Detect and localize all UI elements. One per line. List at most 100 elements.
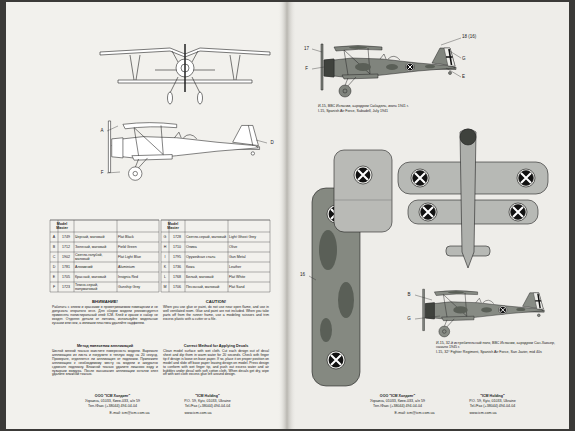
table-cell: Красный, матовый: [75, 272, 116, 282]
callout-letter: A: [98, 128, 106, 133]
table-cell: K: [162, 262, 168, 272]
callout-number: G: [404, 316, 414, 321]
lower-wing-plan-part: [334, 150, 392, 232]
table-rule: [161, 242, 270, 243]
table-cell: 1706: [170, 282, 184, 292]
table-rule: [50, 262, 159, 263]
underside-view-part: [509, 203, 527, 221]
table-rule: [58, 220, 59, 292]
underside-view-part: [460, 129, 476, 268]
table-cell: Песочный, матовый: [186, 282, 227, 292]
underside-view-part: [411, 169, 429, 187]
table-cell: 1728: [170, 232, 184, 242]
table-rule: [228, 220, 229, 292]
underside-view: [398, 129, 548, 268]
table-rule: [161, 220, 162, 292]
table-rule: [161, 292, 270, 293]
table-rule: [50, 220, 159, 221]
table-cell: Flat Light Blue: [118, 252, 158, 262]
address-text: Тел./Факс (+38044) 494-04-04: [355, 404, 440, 408]
table-rule: [161, 262, 270, 263]
side-view: [108, 121, 259, 180]
note-text: Работать с клеем и красками в проветрива…: [52, 306, 158, 326]
note-text: When you use glue or paint, do not use n…: [163, 306, 269, 322]
table-cell: Field Green: [118, 242, 158, 252]
table-cell: C: [51, 252, 57, 262]
caption-text: И-15, ВВС Испании, аэродром Сабадель, ию…: [318, 104, 468, 108]
table-rule: [161, 282, 270, 283]
address-text: ООО "ICM Холдинг": [355, 394, 440, 398]
table-rule: [270, 220, 271, 292]
table-cell: H: [162, 242, 168, 252]
table-rule: [169, 220, 170, 292]
address-text: Украина, 01033, Киев-033, а/я 59: [70, 399, 155, 403]
left-page: [6, 2, 287, 429]
table-cell: 1710: [170, 242, 184, 252]
table-cell: 1749: [59, 232, 73, 242]
table-cell: Светло-серый, матовый: [186, 232, 227, 242]
upper-wing-plan-part: [320, 318, 332, 342]
note-heading: Correct Method for Applying Decals: [163, 344, 269, 348]
lower-wing-plan: [334, 150, 392, 232]
note-text: Чистой мягкой тканью очистите поверхност…: [52, 350, 158, 377]
table-cell: Flat Black: [118, 232, 158, 242]
table-cell: D: [51, 262, 57, 272]
callout-number: G: [462, 56, 472, 61]
table-cell: 1795: [170, 252, 184, 262]
note-heading: ВНИМАНИЕ!: [52, 300, 158, 305]
address-text: "ICM Holding": [450, 394, 535, 398]
spine-shadow: [278, 2, 296, 429]
table-cell: M: [162, 282, 168, 292]
table-cell: 1768: [170, 272, 184, 282]
table-rule: [50, 242, 159, 243]
table-cell: 1902: [59, 252, 73, 262]
table-cell: Insignia Red: [118, 272, 158, 282]
caption-text: И-15, 32-й истребительный полк, ВВС Испа…: [436, 341, 558, 349]
table-header: Model Master: [51, 220, 73, 232]
table-cell: Aluminium: [118, 262, 158, 272]
caption-text: I-15, 32° Fighter Regiment, Spanish Air …: [436, 350, 558, 354]
table-rule: [161, 220, 270, 221]
lower-wing-plan-part: [334, 200, 392, 201]
table-cell: Olive: [229, 242, 269, 252]
table-rule: [159, 220, 160, 292]
table-cell: Зеленый, матовый: [75, 242, 116, 252]
note-heading: Метод нанесения аппликаций: [52, 344, 158, 348]
table-cell: E: [51, 272, 57, 282]
note-text: Clean model surface with wet cloth. Cut …: [163, 350, 269, 377]
table-rule: [50, 220, 159, 221]
callout-number: 16: [296, 272, 309, 277]
underside-view-part: [419, 203, 437, 221]
table-cell: L: [162, 272, 168, 282]
table-cell: Светло-голубой, матовый: [75, 252, 116, 262]
callout-letter: D: [268, 140, 276, 145]
address-text: ООО "ICM Холдинг": [70, 394, 155, 398]
profile-top-part: [321, 44, 456, 97]
address-text: Tel./Fax (+38044) 494-04-04: [165, 404, 250, 408]
table-cell: 1705: [59, 272, 73, 282]
lower-wing-plan-part: [354, 166, 372, 184]
table-rule: [74, 220, 75, 292]
table-cell: Темно-серый, полуматовый: [75, 282, 116, 292]
front-view-part: [198, 92, 203, 104]
table-rule: [161, 232, 270, 233]
address-text: Украина, 01033, Киев-033, а/я 59: [355, 399, 440, 403]
caption-text: I-15, Spanish Air Force, Sabadell, July …: [318, 109, 468, 113]
table-cell: G: [162, 232, 168, 242]
table-rule: [50, 272, 159, 273]
address-text: www.icm.com.ua: [453, 411, 513, 415]
leader-lines-part: [107, 126, 267, 173]
front-view-part: [168, 92, 173, 104]
upper-wing-plan-part: [327, 351, 345, 369]
table-rule: [117, 220, 118, 292]
profile-top-part: [324, 46, 455, 77]
profile-top: [321, 44, 456, 97]
address-text: Tel./Fax (+38044) 494-04-04: [450, 404, 535, 408]
underside-view-part: [460, 129, 476, 145]
table-rule: [161, 252, 270, 253]
side-view-part: [108, 121, 259, 180]
table-cell: Черный, матовый: [75, 232, 116, 242]
table-cell: Олива: [186, 242, 227, 252]
table-cell: Gunship Grey: [118, 282, 158, 292]
table-cell: 1781: [59, 262, 73, 272]
